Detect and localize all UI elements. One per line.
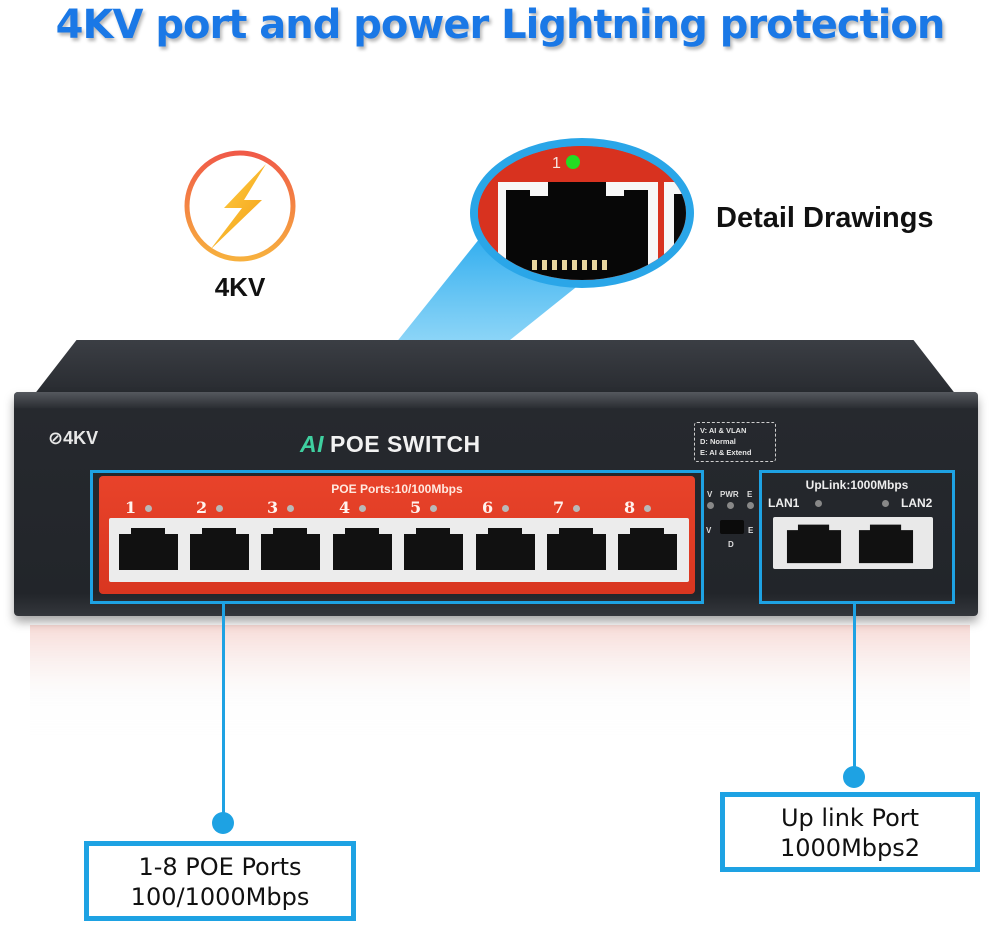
uplink-port-strip [773,517,933,569]
ethernet-port-2[interactable] [188,524,251,572]
ethernet-port-1[interactable] [117,524,180,572]
port-led [644,505,651,512]
port-number: 2 [196,498,208,517]
status-led-label: V [707,490,713,499]
uplink-callout-line2: 1000Mbps2 [779,834,921,862]
ethernet-port-7[interactable] [545,524,608,572]
poe-port-strip [109,518,689,582]
switch-front-lip [14,392,978,408]
surge-mark: ⊘4KV [48,428,99,448]
lan2-led [882,500,889,507]
status-led [707,502,714,509]
port-led [573,505,580,512]
poe-ports-highlight [90,470,704,604]
uplink-callout: Up link Port 1000Mbps2 [720,792,980,872]
detail-lens: 1 [470,138,694,288]
uplink-ports-highlight [759,470,955,604]
switch-label-right: E [748,526,754,535]
surge-protection-icon: ⊘ [48,428,64,448]
rj45-closeup-icon: 1 [478,146,686,280]
status-led [747,502,754,509]
lan1-label: LAN1 [768,496,800,510]
model-title: POE SWITCH [330,431,481,457]
mode-legend-e: E: AI & Extend [700,448,752,457]
port-led [216,505,223,512]
uplink-port-lan1[interactable] [781,521,847,565]
device-reflection [30,625,970,745]
port-number: 4 [339,498,351,517]
poe-leader-dot [212,812,234,834]
ethernet-port-5[interactable] [402,524,465,572]
badge-caption: 4KV [214,272,266,302]
closeup-led [566,155,580,169]
uplink-port-lan2[interactable] [853,521,919,565]
status-led [727,502,734,509]
switch-top-cover [30,340,960,400]
port-number: 6 [482,498,494,517]
poe-port-panel: POE Ports:10/100Mbps 1 2 3 4 5 6 7 8 [99,476,695,594]
status-led-label: E [747,490,753,499]
model-prefix: AI [300,431,324,457]
ethernet-port-4[interactable] [331,524,394,572]
poe-ports-callout: 1-8 POE Ports 100/1000Mbps [84,841,356,921]
port-led [359,505,366,512]
uplink-title: UpLink:1000Mbps [805,478,909,492]
mode-legend: V: AI & VLAN D: Normal E: AI & Extend [694,422,776,462]
ethernet-port-8[interactable] [616,524,679,572]
status-led-label: PWR [720,490,739,499]
ethernet-port-6[interactable] [474,524,537,572]
lightning-bolt-icon [184,150,296,262]
port-led [145,505,152,512]
poe-panel-title: POE Ports:10/100Mbps [331,482,463,496]
mode-legend-d: D: Normal [700,437,736,446]
poe-leader-line [222,604,225,822]
uplink-leader-dot [843,766,865,788]
switch-label-left: V [706,526,712,535]
port-led [430,505,437,512]
poe-callout-line1: 1-8 POE Ports [138,853,302,881]
ethernet-port-3[interactable] [259,524,322,572]
port-number: 5 [410,498,422,517]
lan2-label: LAN2 [901,496,933,510]
headline: 4KV port and power Lightning protection [55,2,946,48]
port-number: 7 [553,498,565,517]
uplink-leader-line [853,604,856,776]
port-number: 1 [125,498,137,517]
poe-callout-line2: 100/1000Mbps [130,883,310,911]
mode-legend-v: V: AI & VLAN [700,426,747,435]
status-leds: V PWR E V E D [700,484,760,564]
port-number: 8 [624,498,636,517]
port-number: 3 [267,498,279,517]
uplink-callout-line1: Up link Port [780,804,920,832]
closeup-port-number: 1 [552,155,561,172]
switch-label-center: D [728,540,734,549]
mode-dip-switch[interactable] [720,520,744,534]
port-led [502,505,509,512]
port-led [287,505,294,512]
detail-title: Detail Drawings [716,202,934,234]
lan1-led [815,500,822,507]
